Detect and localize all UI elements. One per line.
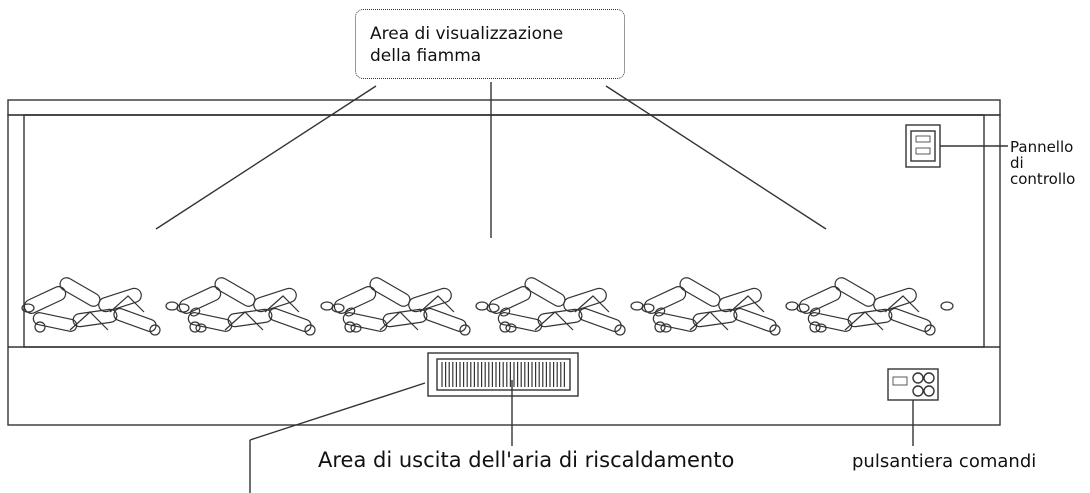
keypad-device bbox=[887, 368, 939, 446]
heat-outlet-label: Area di uscita dell'aria di riscaldament… bbox=[318, 448, 735, 472]
flame-area-leaders bbox=[155, 82, 827, 238]
control-panel-label: Pannello di controllo bbox=[1010, 139, 1075, 187]
flame-area-label-line-2: della fiamma bbox=[370, 46, 482, 66]
flame-area-label-line-1: Area di visualizzazione bbox=[370, 24, 564, 44]
control-panel-label-line-3: controllo bbox=[1010, 170, 1076, 188]
heat-outlet-grille bbox=[249, 352, 579, 493]
fireplace-body bbox=[7, 114, 1001, 426]
keypad-label: pulsantiera comandi bbox=[852, 451, 1037, 472]
decorative-logs bbox=[21, 277, 954, 336]
flame-area-label: Area di visualizzazione della fiamma bbox=[355, 9, 625, 79]
control-panel-label-line-2: di bbox=[1010, 154, 1024, 172]
control-panel-device bbox=[905, 124, 1008, 168]
fireplace-top-trim bbox=[7, 99, 1001, 116]
control-panel-label-line-1: Pannello bbox=[1010, 138, 1074, 156]
